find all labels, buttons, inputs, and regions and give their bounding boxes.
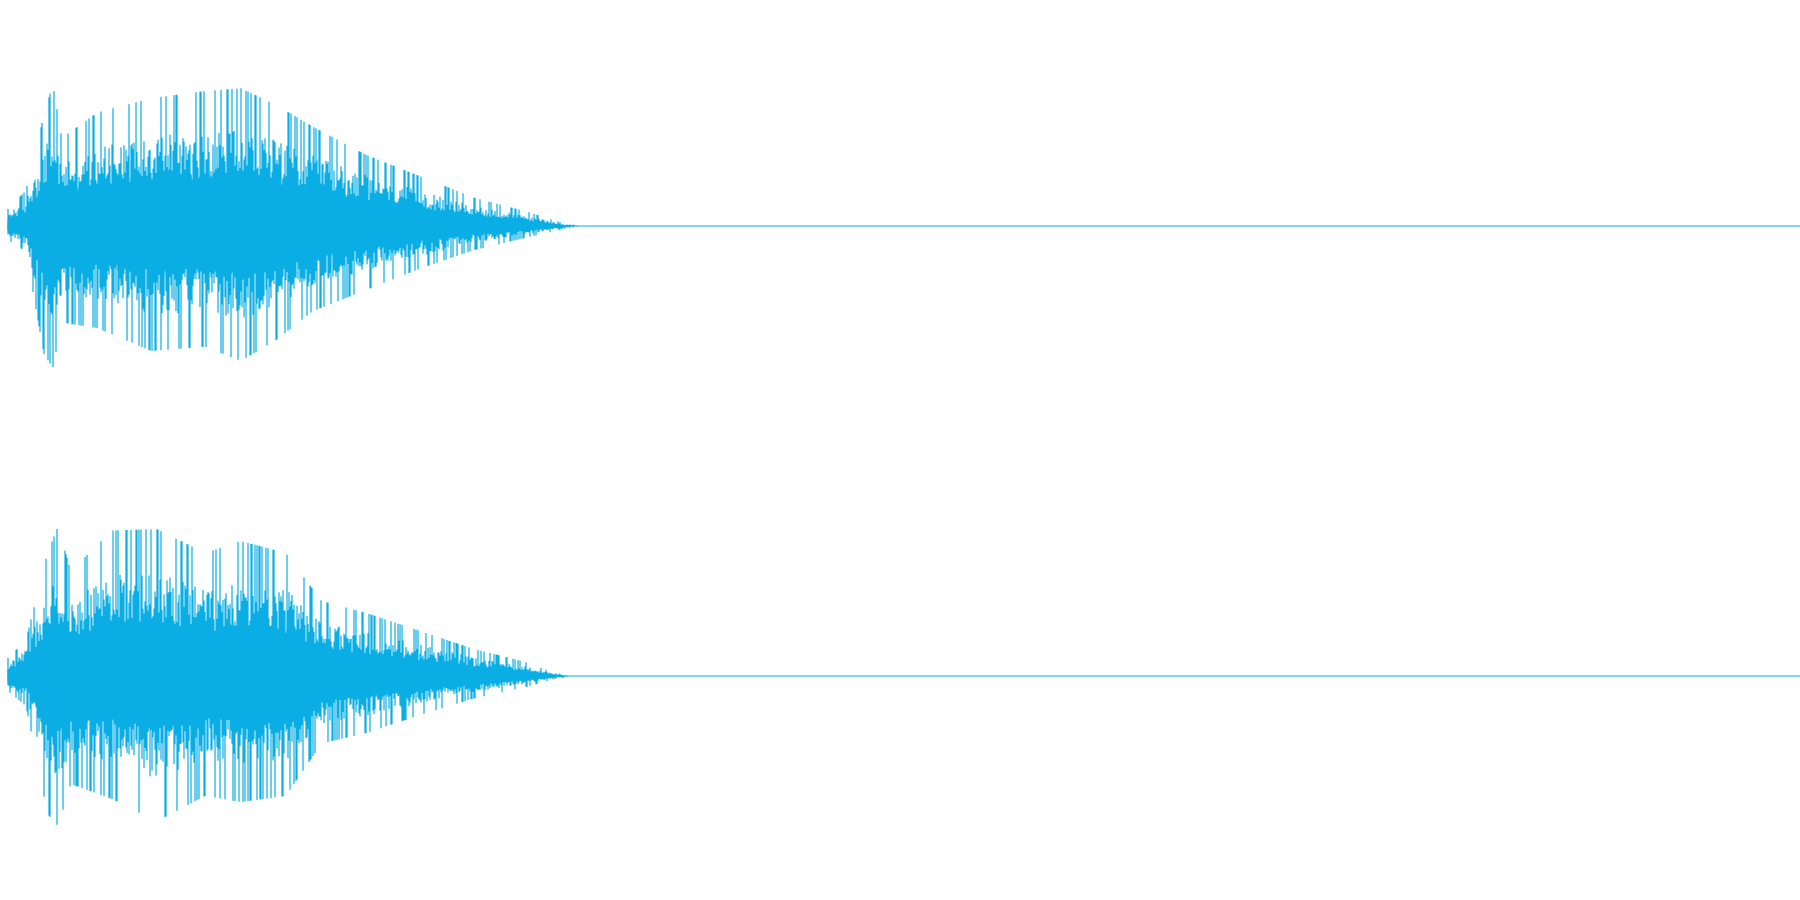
waveform-core: [7, 617, 572, 732]
waveform-channel-1: [7, 88, 1800, 367]
waveform-core: [7, 171, 581, 280]
channels-group: [7, 88, 1800, 825]
waveform-channel-2: [7, 529, 1800, 825]
